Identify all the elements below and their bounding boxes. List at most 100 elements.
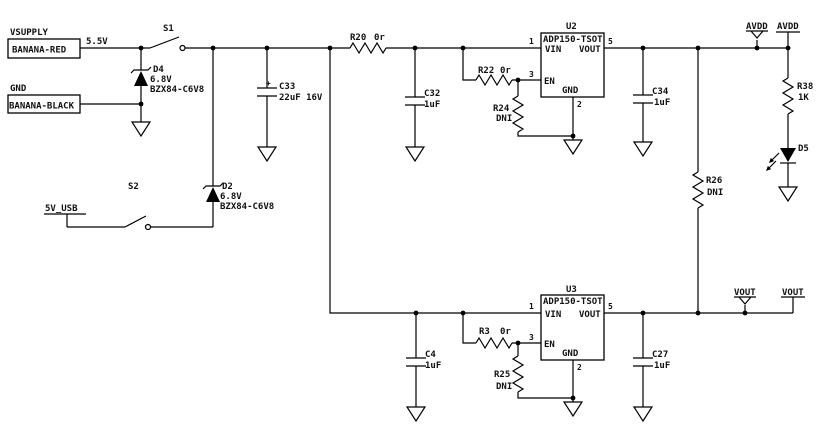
cap-ref: C33 bbox=[279, 82, 295, 92]
power-bar-avdd[interactable]: AVDD bbox=[776, 22, 800, 33]
cap-plates bbox=[406, 357, 426, 367]
resistor-ref: R22 bbox=[478, 66, 494, 76]
ic-pin-gnd: GND bbox=[562, 349, 579, 359]
net-flag-icon bbox=[746, 30, 768, 39]
circuit-wires bbox=[66, 32, 794, 407]
switch-ref: S1 bbox=[163, 24, 174, 34]
zener-bar bbox=[202, 182, 224, 190]
resistor-ref: R26 bbox=[706, 176, 722, 186]
resistor-r24[interactable]: R24 DNI bbox=[493, 95, 525, 133]
ic-pin-vin: VIN bbox=[545, 45, 561, 55]
capacitor-c33[interactable]: + C33 22uF 16V bbox=[257, 79, 323, 103]
power-net-label: AVDD bbox=[746, 22, 768, 32]
resistor-r26[interactable]: R26 DNI bbox=[691, 171, 723, 209]
resistor-r22[interactable]: R22 0r bbox=[475, 66, 513, 87]
ic-body bbox=[540, 294, 605, 361]
resistor-ref: R20 bbox=[350, 33, 366, 43]
diode-part: BZX84-C6V8 bbox=[150, 85, 204, 95]
cap-value: 22uF 16V bbox=[279, 93, 323, 103]
cap-ref: C27 bbox=[652, 350, 668, 360]
diode-voltage: 6.8V bbox=[150, 75, 172, 85]
pin-number-gnd: 2 bbox=[577, 100, 582, 109]
resistor-ref: R24 bbox=[493, 104, 510, 114]
resistor-r3[interactable]: R3 0r bbox=[475, 327, 513, 350]
switch-blade bbox=[149, 36, 180, 49]
connector-label: VSUPPLY bbox=[10, 28, 49, 38]
connector-name: BANANA-BLACK bbox=[9, 102, 75, 112]
diode-ref: D2 bbox=[222, 182, 233, 192]
cap-value: 1uF bbox=[654, 98, 670, 108]
cap-plates bbox=[633, 357, 653, 367]
junction-dots bbox=[138, 45, 791, 401]
resistor-zigzag bbox=[781, 77, 795, 115]
resistor-ref: R3 bbox=[479, 327, 490, 337]
pin-number-gnd: 2 bbox=[577, 363, 582, 372]
capacitor-c27[interactable]: C27 1uF bbox=[633, 350, 670, 371]
ground-icon bbox=[130, 121, 152, 138]
connector-label: GND bbox=[10, 84, 27, 94]
regulator-u3[interactable]: U3 ADP150-TSOT VIN VOUT EN GND 1 3 5 2 bbox=[529, 285, 613, 372]
resistor-r25[interactable]: R25 DNI bbox=[494, 355, 525, 393]
ground-icon bbox=[632, 406, 654, 423]
switch-s2[interactable]: S2 bbox=[124, 182, 152, 231]
diode-triangle bbox=[134, 71, 148, 86]
resistor-value: DNI bbox=[707, 188, 723, 198]
ground-icon bbox=[562, 139, 584, 156]
connector-body bbox=[7, 94, 81, 114]
cap-polarity: + bbox=[266, 79, 271, 88]
power-flag-vout[interactable]: VOUT bbox=[734, 288, 756, 305]
connector-vsupply[interactable]: VSUPPLY BANANA-RED bbox=[7, 28, 81, 59]
connector-body bbox=[7, 38, 81, 59]
zener-diode-d2[interactable]: D2 6.8V BZX84-C6V8 bbox=[202, 182, 274, 212]
resistor-r20[interactable]: R20 0r bbox=[349, 33, 387, 55]
resistor-zigzag bbox=[475, 73, 513, 87]
capacitor-c34[interactable]: C34 1uF bbox=[633, 87, 670, 108]
switch-s1[interactable]: S1 bbox=[149, 24, 186, 52]
ic-part: ADP150-TSOT bbox=[543, 297, 603, 307]
switch-contact bbox=[144, 223, 152, 231]
switch-contact bbox=[179, 44, 186, 52]
pin-number-vout: 5 bbox=[608, 37, 613, 46]
ic-pin-gnd: GND bbox=[562, 86, 579, 96]
resistor-zigzag bbox=[349, 41, 387, 55]
power-net-label: VOUT bbox=[734, 288, 756, 298]
led-d5[interactable]: D5 bbox=[766, 144, 809, 171]
cap-plates bbox=[405, 96, 425, 106]
pin-number-en: 3 bbox=[529, 70, 534, 79]
power-net-label: VOUT bbox=[782, 288, 804, 298]
cap-plates bbox=[633, 94, 653, 104]
pin-number-vin: 1 bbox=[529, 302, 534, 311]
resistor-zigzag bbox=[475, 336, 513, 350]
resistor-zigzag bbox=[691, 171, 705, 209]
switch-ref: S2 bbox=[128, 182, 139, 192]
net-flag-icon bbox=[734, 296, 756, 305]
ground-icon bbox=[562, 401, 584, 418]
zener-diode-d4[interactable]: D4 6.8V BZX84-C6V8 bbox=[130, 65, 204, 95]
ground-icon bbox=[404, 146, 426, 163]
capacitor-c4[interactable]: C4 1uF bbox=[406, 350, 441, 371]
resistor-value: 0r bbox=[500, 66, 511, 76]
connector-gnd[interactable]: GND BANANA-BLACK bbox=[7, 84, 81, 114]
power-flag-avdd[interactable]: AVDD bbox=[746, 22, 768, 39]
led-arrowhead bbox=[766, 165, 772, 171]
resistor-value: DNI bbox=[496, 114, 512, 124]
resistor-value: 0r bbox=[374, 33, 385, 43]
capacitor-c32[interactable]: C32 1uF bbox=[405, 89, 440, 110]
net-label-supply: 5.5V bbox=[86, 37, 108, 47]
diode-part: BZX84-C6V8 bbox=[220, 202, 274, 212]
regulator-u2[interactable]: U2 ADP150-TSOT VIN VOUT EN GND 1 3 5 2 bbox=[529, 22, 613, 109]
pin-number-en: 3 bbox=[529, 333, 534, 342]
led-triangle bbox=[780, 148, 796, 162]
power-bar-vout[interactable]: VOUT bbox=[781, 288, 805, 298]
ic-pin-vin: VIN bbox=[545, 310, 561, 320]
ic-pin-en: EN bbox=[544, 340, 555, 350]
ic-pin-en: EN bbox=[544, 77, 555, 87]
cap-ref: C34 bbox=[652, 87, 669, 97]
ic-pin-vout: VOUT bbox=[579, 310, 601, 320]
led-emission-arrow bbox=[768, 152, 780, 169]
resistor-r38[interactable]: R38 1K bbox=[781, 77, 813, 115]
cap-ref: C4 bbox=[425, 350, 436, 360]
resistor-ref: R38 bbox=[797, 82, 813, 92]
resistor-value: 1K bbox=[798, 93, 809, 103]
ic-body bbox=[540, 32, 605, 98]
